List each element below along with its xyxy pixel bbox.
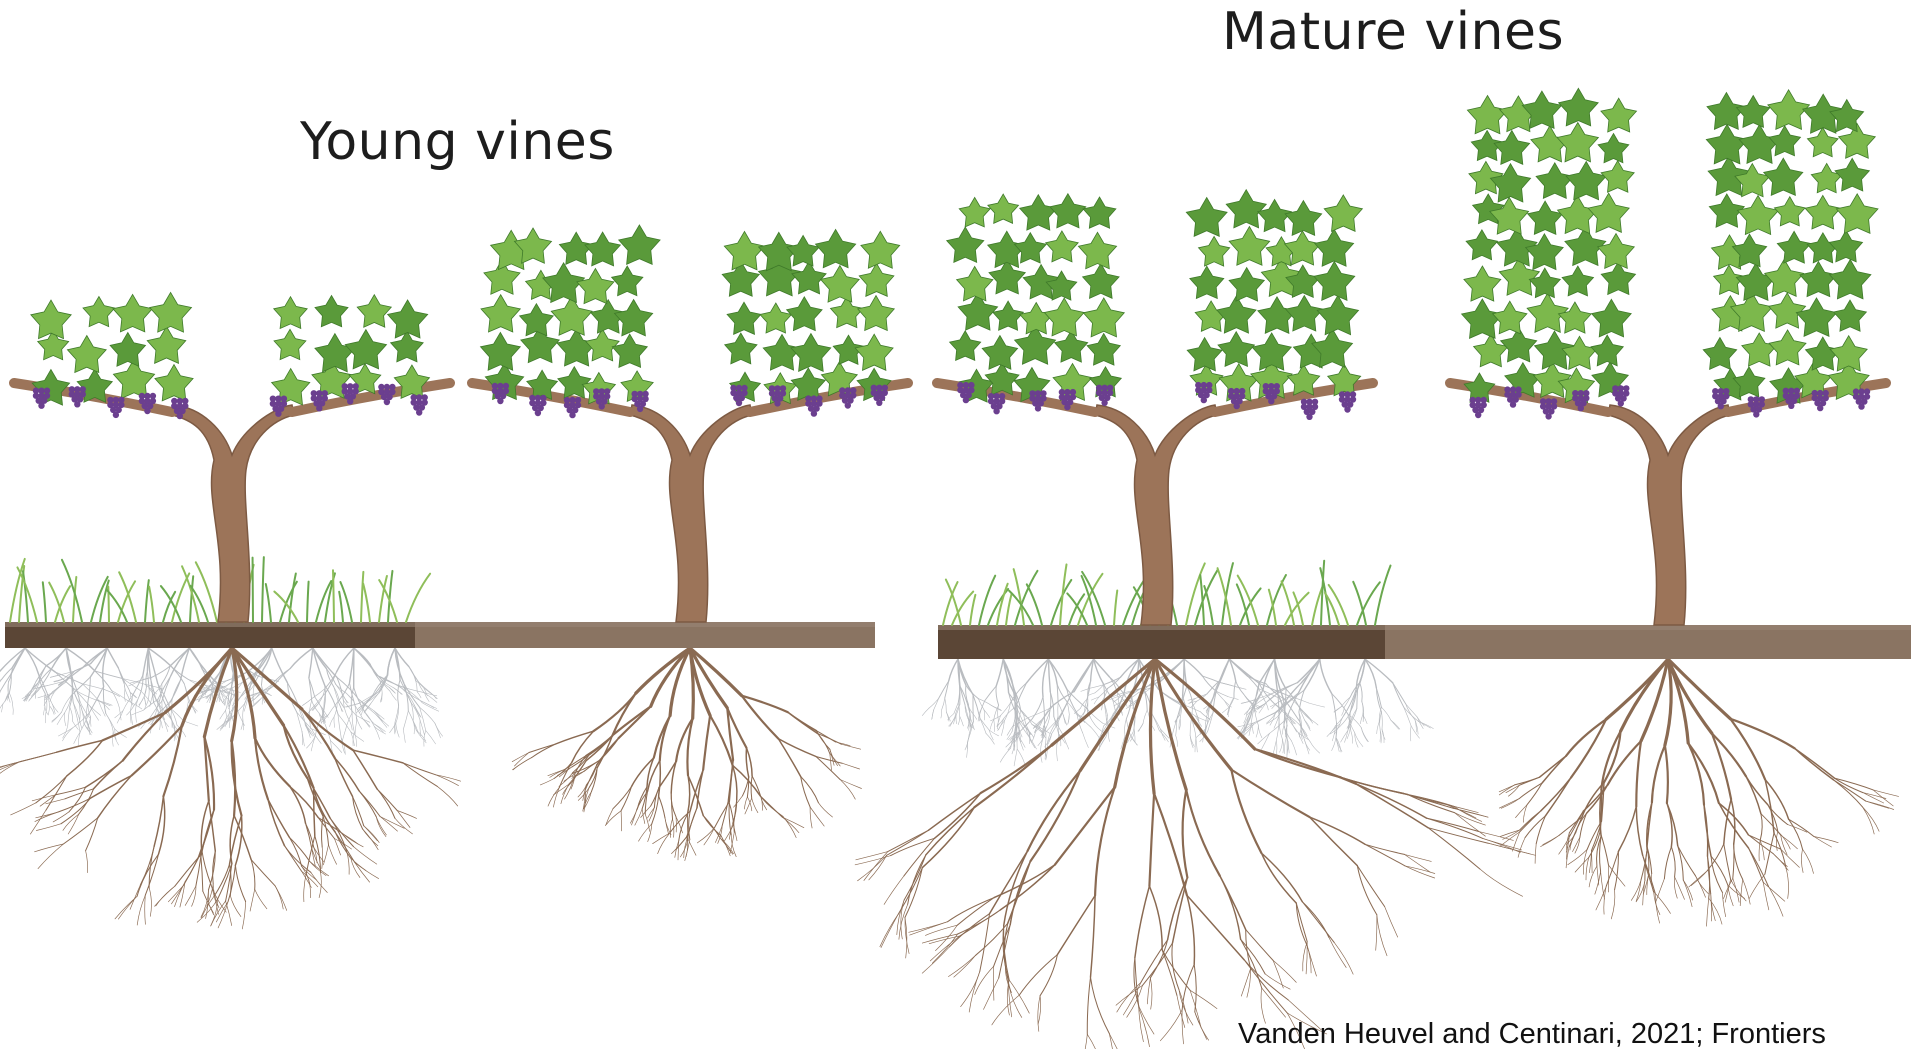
trunk [630,405,752,622]
grapevine [1450,88,1886,625]
roots [855,659,1535,1049]
panel-mature-with-cover [855,190,1535,1049]
grapevine [937,190,1373,625]
soil-surface [5,622,415,627]
grapevine [472,225,908,622]
panel-young-with-cover [0,292,461,929]
roots [0,648,461,929]
trunk [1095,405,1217,625]
soil-surface [1385,625,1911,630]
grapevine [14,292,450,622]
soil-band [1385,625,1911,659]
mature-vines-title: Mature vines [1222,2,1564,62]
roots [512,648,861,861]
citation-text: Vanden Heuvel and Centinari, 2021; Front… [1238,1018,1826,1051]
young-vines-title: Young vines [300,112,615,172]
roots [1499,659,1898,926]
soil-band [938,625,1385,659]
panel-young-bare-soil [415,225,908,861]
soil-surface [415,622,875,627]
trunk [1608,405,1730,625]
panel-mature-bare-soil [1385,88,1911,926]
